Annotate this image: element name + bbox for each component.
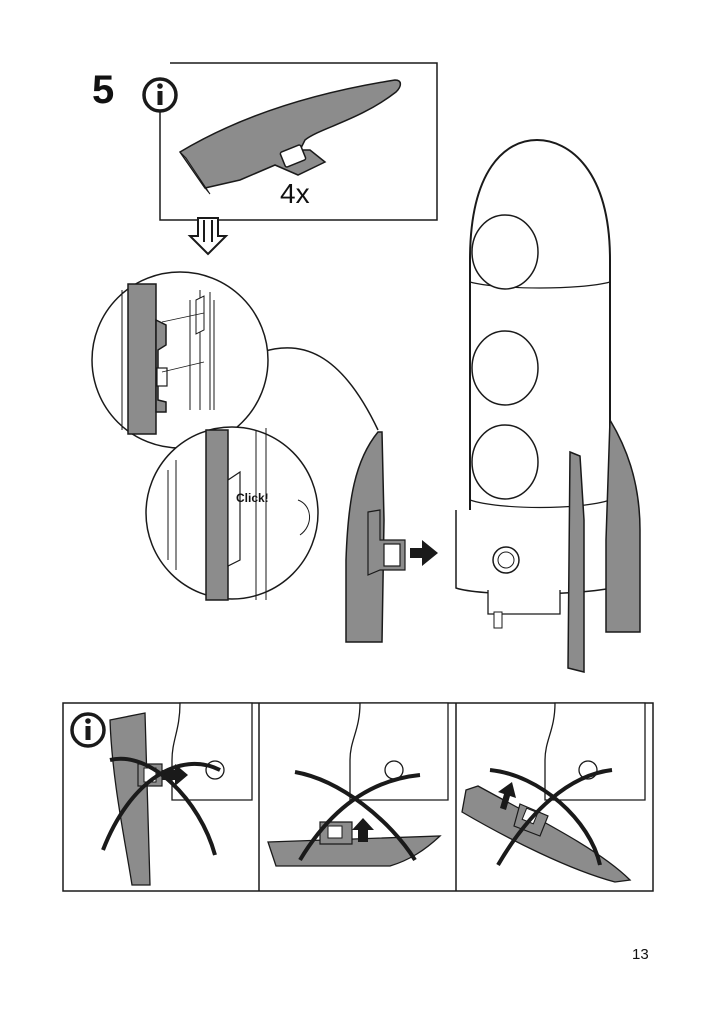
panel-1-wrong-orientation [101,702,253,886]
quantity-label: 4x [280,178,310,209]
panel-2-wrong-orientation [267,702,449,867]
rocket-lamp-image [455,138,641,673]
right-arrow-icon [410,540,438,566]
panel-3-wrong-orientation [461,702,646,883]
fin-part-image [178,79,402,195]
info-icon [142,77,178,113]
double-down-arrow-icon [187,217,229,256]
click-label: Click! [236,491,269,505]
page-number: 13 [632,946,649,963]
step-number: 5 [92,68,115,112]
fin-part-side [345,431,406,643]
part-info-box [159,62,438,221]
detail-circle-lower [145,426,319,601]
info-icon [70,712,106,748]
detail-circle-upper [91,271,379,449]
